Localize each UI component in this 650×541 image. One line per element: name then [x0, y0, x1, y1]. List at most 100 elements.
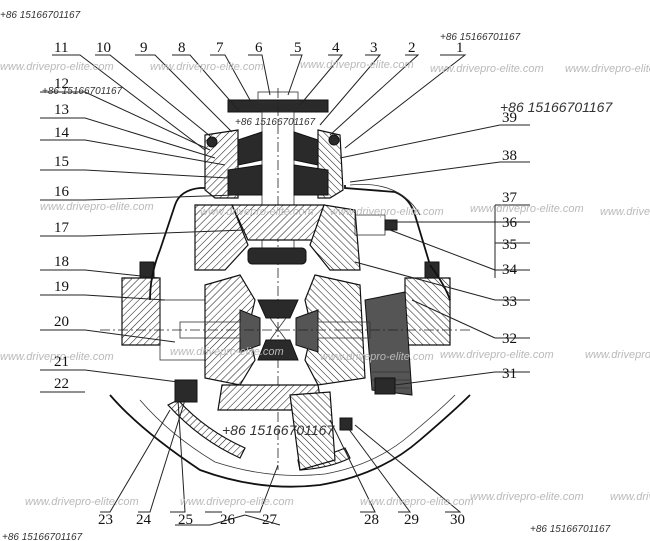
- spider-gear-top: [257, 299, 299, 319]
- left-axle-shaft: [179, 321, 241, 339]
- watermark-site: www.drivepro-elite.com: [440, 349, 554, 361]
- watermark-site: www.drivepro-elite.com: [610, 491, 650, 503]
- watermark-phone: +86 15166701167: [530, 524, 611, 535]
- housing-bowl-wall: [167, 399, 246, 459]
- upper-bearing-right: [293, 131, 319, 166]
- part-number-19: 19: [54, 279, 69, 295]
- watermark-site: www.drivepro-elite.com: [300, 59, 414, 71]
- housing-top-left: [149, 249, 161, 301]
- part-number-15: 15: [54, 154, 69, 170]
- watermark-site: www.drivepro-elite.com: [150, 61, 264, 73]
- part-number-4: 4: [332, 40, 340, 56]
- watermark-phone: +86 15166701167: [440, 32, 521, 43]
- part-number-17: 17: [54, 220, 70, 236]
- part-number-11: 11: [54, 40, 68, 56]
- part-number-18: 18: [54, 254, 69, 270]
- watermark-phone: +86 15166701167: [2, 532, 83, 541]
- watermark-phone: +86 15166701167: [42, 86, 123, 97]
- lower-left-nut: [174, 379, 198, 403]
- right-flange: [404, 277, 451, 346]
- side-gear-right: [295, 309, 319, 353]
- part-number-10: 10: [96, 40, 111, 56]
- right-axle-shaft: [317, 321, 371, 339]
- part-number-34: 34: [502, 262, 518, 278]
- watermark-site: www.drivepro-elite.com: [0, 351, 114, 363]
- watermark-site: www.drivepro-elite.com: [180, 496, 294, 508]
- housing-outline: [159, 185, 431, 266]
- part-number-2: 2: [408, 40, 416, 56]
- watermark-phone: +86 15166701167: [0, 10, 81, 21]
- crown-gear: [364, 291, 413, 396]
- watermark-site: www.drivepro-elite.com: [25, 496, 139, 508]
- watermark-site: www.drivepro-elite.com: [470, 491, 584, 503]
- part-number-labels: 1 2 3 4 5 6 7 8 9 10 11 12 13 14 15 16 1…: [54, 40, 518, 528]
- part-number-31: 31: [502, 366, 517, 382]
- watermark-site: www.drivepro-elite.com: [565, 63, 650, 75]
- watermark-site: www.drivepro-elite.com: [0, 61, 114, 73]
- part-number-24: 24: [136, 512, 152, 528]
- leader-lines: [40, 54, 530, 526]
- part-number-16: 16: [54, 184, 70, 200]
- housing-shell-right: [349, 184, 421, 216]
- watermark-site: www.drivepro-elite.com: [470, 203, 584, 215]
- flange-bolt-left: [206, 136, 218, 148]
- spider-gear-bottom: [257, 339, 299, 361]
- part-number-38: 38: [502, 148, 517, 164]
- flange-bolt-right: [328, 134, 340, 146]
- left-flange: [121, 277, 161, 346]
- part-number-22: 22: [54, 376, 69, 392]
- part-number-21: 21: [54, 354, 69, 370]
- upper-bearing-left: [237, 131, 263, 166]
- pinion-nut: [247, 247, 307, 265]
- watermark-site: www.drivepro-elite.com: [585, 349, 650, 361]
- side-plug: [354, 214, 386, 236]
- part-number-32: 32: [502, 331, 517, 347]
- part-number-1: 1: [456, 40, 464, 56]
- watermark-phone: +86 15166701167: [222, 422, 335, 438]
- part-number-12: 12: [54, 76, 69, 92]
- part-number-29: 29: [404, 512, 419, 528]
- carrier-right-wall: [309, 204, 361, 271]
- housing-top-right: [429, 264, 451, 301]
- watermark-site: www.drivepro-elite.com: [430, 63, 544, 75]
- housing-bowl-inner: [139, 394, 456, 476]
- part-number-8: 8: [178, 40, 186, 56]
- lower-cap-bolt: [339, 417, 353, 431]
- part-number-7: 7: [216, 40, 224, 56]
- lower-bearing-left: [227, 164, 263, 196]
- watermark-site: www.drivepro-elite.com: [200, 206, 314, 218]
- watermark-site: www.drivepro-elite.com: [360, 496, 474, 508]
- part-number-28: 28: [364, 512, 379, 528]
- part-number-14: 14: [54, 125, 70, 141]
- part-number-27: 27: [262, 512, 278, 528]
- part-number-23: 23: [98, 512, 113, 528]
- part-number-25: 25: [178, 512, 193, 528]
- part-number-9: 9: [140, 40, 148, 56]
- part-number-5: 5: [294, 40, 302, 56]
- carrier-left-wall: [194, 204, 249, 271]
- part-number-33: 33: [502, 294, 517, 310]
- watermark-phone: +86 15166701167: [235, 117, 316, 128]
- watermark-site: www.drivepro-elite.com: [320, 351, 434, 363]
- part-number-37: 37: [502, 190, 518, 206]
- part-number-20: 20: [54, 314, 69, 330]
- part-number-35: 35: [502, 237, 517, 253]
- lower-bearing-right: [293, 164, 329, 196]
- part-number-30: 30: [450, 512, 465, 528]
- lower-cap-right: [289, 391, 336, 471]
- watermark-site: www.drivepro-elite.com: [40, 201, 154, 213]
- cross-pin: [269, 317, 287, 341]
- part-number-26: 26: [220, 512, 236, 528]
- watermark-site: www.drivepro-elite.com: [330, 206, 444, 218]
- drawing: [100, 88, 471, 488]
- part-number-6: 6: [255, 40, 263, 56]
- watermark-site: www.drivepro-elite.com: [170, 346, 284, 358]
- watermark-site: www.drivepro-elite.com: [600, 206, 650, 218]
- phone-watermarks: +86 15166701167 +86 15166701167 +86 1516…: [0, 10, 613, 541]
- watermark-phone: +86 15166701167: [500, 99, 613, 115]
- part-number-39: 39: [502, 110, 517, 126]
- housing-bowl: [109, 394, 471, 488]
- crown-gear-bolt: [374, 377, 396, 395]
- watermarks: www.drivepro-elite.com www.drivepro-elit…: [0, 59, 650, 508]
